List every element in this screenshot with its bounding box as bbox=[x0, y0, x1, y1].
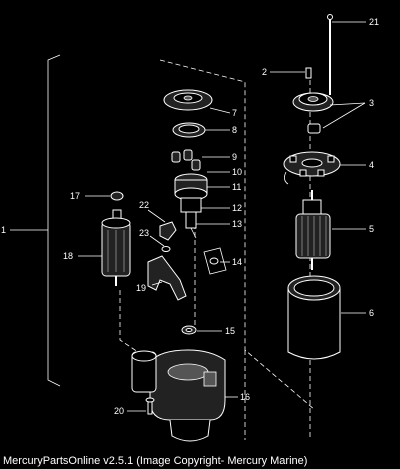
exploded-parts-diagram: 1 2 3 4 5 6 7 8 9 10 11 12 13 14 15 16 1… bbox=[1, 14, 379, 442]
callout-19: 19 bbox=[136, 283, 146, 293]
callout-10: 10 bbox=[232, 167, 242, 177]
callout-12: 12 bbox=[232, 203, 242, 213]
callout-1: 1 bbox=[1, 225, 6, 235]
callout-23: 23 bbox=[139, 228, 149, 238]
part-solenoid bbox=[78, 209, 131, 286]
callout-18: 18 bbox=[63, 251, 73, 261]
part-brush-plate bbox=[283, 151, 366, 185]
part-o-ring bbox=[149, 235, 171, 252]
callout-21: 21 bbox=[369, 17, 379, 27]
callout-3: 3 bbox=[369, 98, 374, 108]
callout-16: 16 bbox=[240, 392, 250, 402]
assembly-dashed-lines bbox=[119, 59, 316, 440]
part-planet-gears bbox=[171, 149, 230, 171]
callout-6: 6 bbox=[369, 308, 374, 318]
callout-9: 9 bbox=[232, 152, 237, 162]
copyright-caption: MercuryPartsOnline v2.5.1 (Image Copyrig… bbox=[3, 455, 308, 467]
callout-17: 17 bbox=[70, 191, 80, 201]
callout-13: 13 bbox=[232, 219, 242, 229]
part-drive-housing bbox=[131, 349, 238, 442]
bracket-1 bbox=[10, 54, 61, 387]
callout-5: 5 bbox=[369, 224, 374, 234]
callout-7: 7 bbox=[232, 108, 237, 118]
part-washer bbox=[181, 325, 222, 335]
part-retaining-clip bbox=[203, 247, 230, 275]
callout-14: 14 bbox=[232, 257, 242, 267]
part-gear-shaft bbox=[174, 171, 230, 239]
callout-15: 15 bbox=[225, 326, 235, 336]
callout-11: 11 bbox=[232, 182, 241, 192]
part-mounting-bolt bbox=[127, 397, 155, 415]
callout-2: 2 bbox=[262, 67, 267, 77]
part-end-cap bbox=[292, 92, 366, 134]
part-armature bbox=[295, 190, 366, 270]
part-through-bolt bbox=[327, 14, 366, 95]
callout-8: 8 bbox=[232, 125, 237, 135]
callout-20: 20 bbox=[114, 406, 124, 416]
part-shift-lever bbox=[147, 255, 187, 301]
part-field-frame bbox=[287, 275, 366, 360]
callout-4: 4 bbox=[369, 160, 374, 170]
part-nut bbox=[85, 191, 124, 201]
part-cover-plate bbox=[163, 89, 231, 114]
part-gear-housing bbox=[172, 122, 230, 138]
callout-22: 22 bbox=[139, 200, 149, 210]
callout-labels: 1 2 3 4 5 6 7 8 9 10 11 12 13 14 15 16 1… bbox=[1, 17, 379, 416]
part-pivot bbox=[147, 209, 177, 241]
part-screw bbox=[270, 67, 312, 79]
